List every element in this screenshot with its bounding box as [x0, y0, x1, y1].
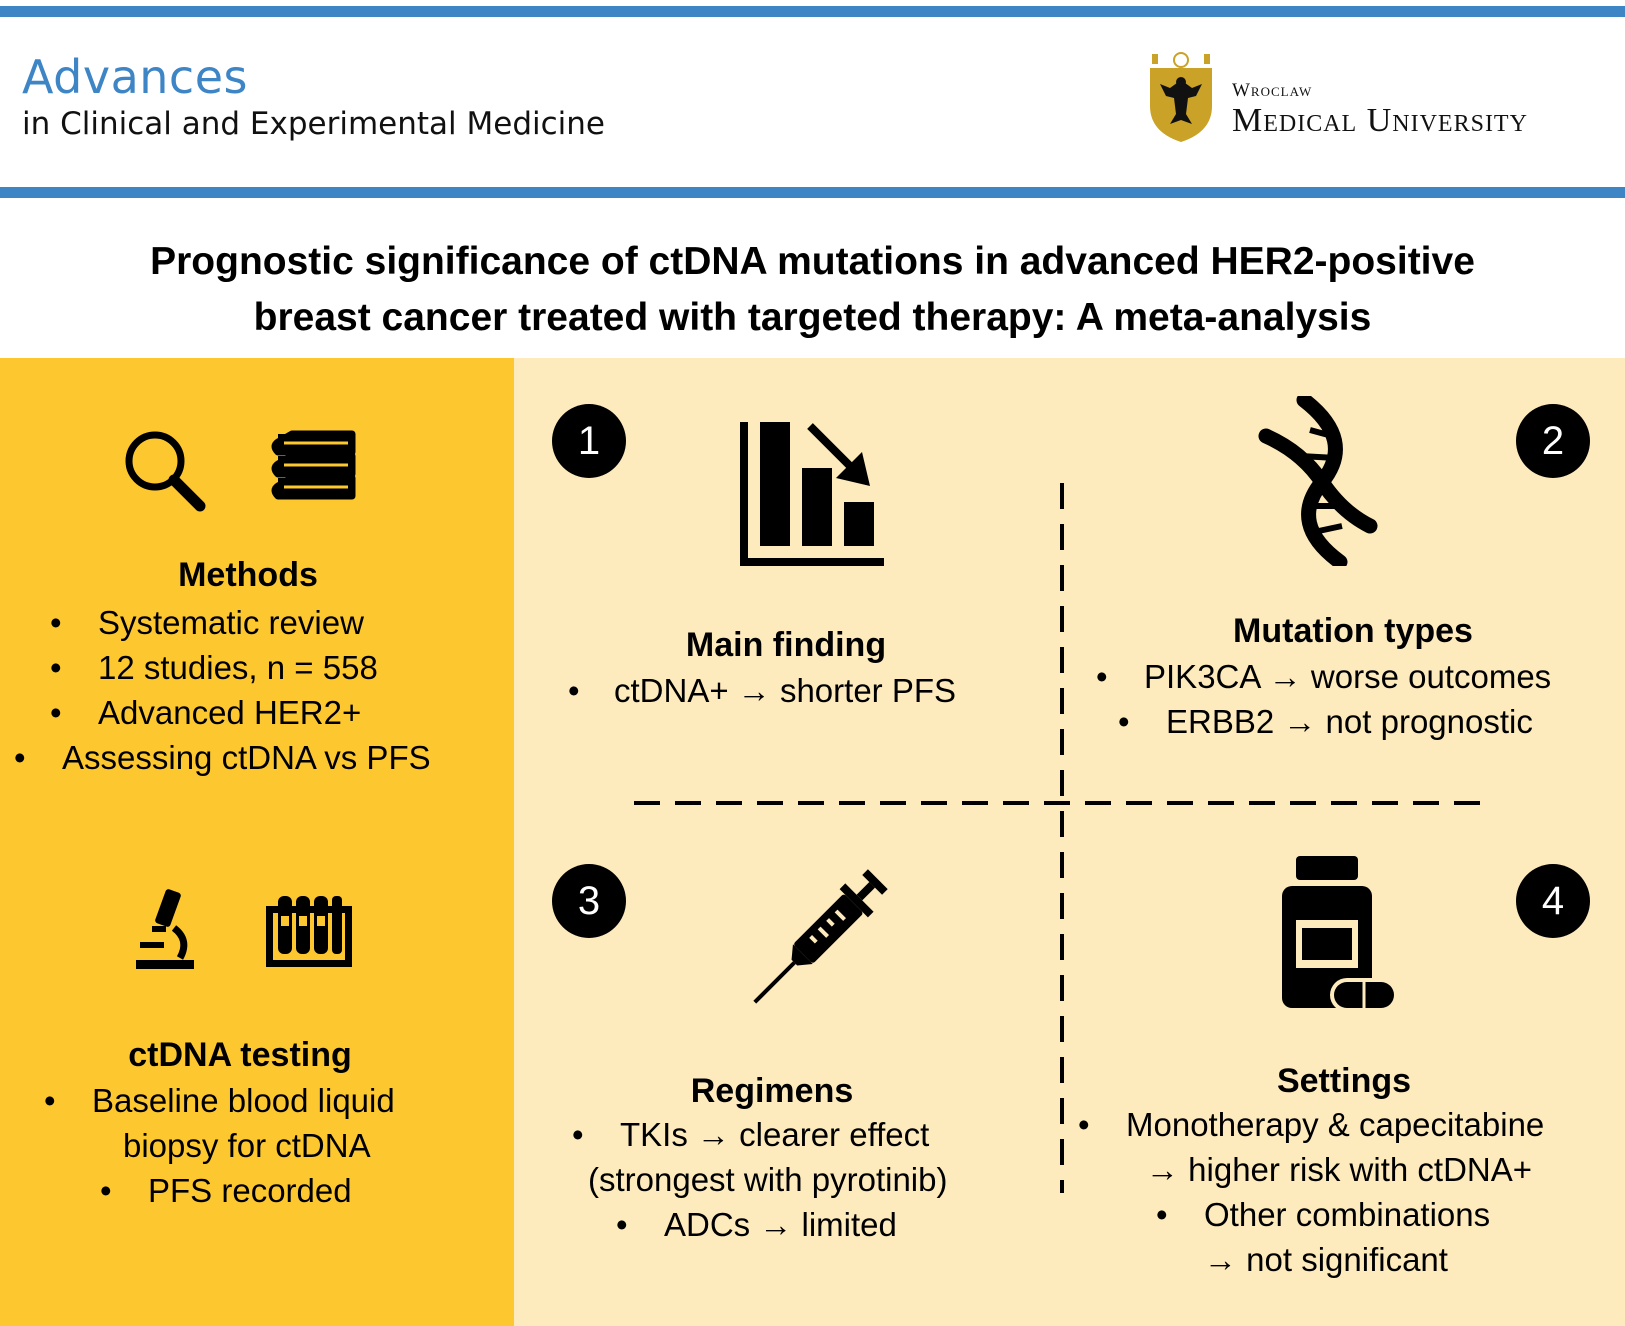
q2-bullet: • [1096, 658, 1108, 695]
testing-item-2: biopsy for ctDNA [123, 1127, 371, 1164]
testing-bullet: • [44, 1082, 56, 1119]
q1-item-1: ctDNA+ → shorter PFS [614, 672, 957, 709]
testing-heading: ctDNA testing [128, 1036, 352, 1074]
q1-bullet: • [568, 672, 580, 709]
page-title: Prognostic significance of ctDNA mutatio… [0, 234, 1625, 346]
q3-item-1: TKIs → clearer effect [620, 1116, 930, 1153]
q3-heading: Regimens [690, 1072, 854, 1110]
methods-item-2: 12 studies, n = 558 [98, 649, 378, 686]
dna-icon [1258, 396, 1378, 566]
q4-item-3: Other combinations [1204, 1196, 1491, 1233]
journal-subtitle: in Clinical and Experimental Medicine [22, 106, 605, 142]
university-name-line2: Medical University [1232, 102, 1528, 139]
methods-bullet: • [14, 739, 26, 776]
syringe-icon [753, 869, 888, 1004]
quadrant-dividers [634, 483, 1494, 1193]
methods-bullet: • [50, 604, 62, 641]
methods-item-4: Assessing ctDNA vs PFS [62, 739, 431, 776]
q4-heading: Settings [1276, 1062, 1412, 1100]
left-panel [0, 358, 514, 1326]
q4-bullet: • [1156, 1196, 1168, 1233]
q4-item-2: → higher risk with ctDNA+ [1146, 1151, 1533, 1188]
q4-bullet: • [1078, 1106, 1090, 1143]
university-name-line1: Wroclaw [1232, 80, 1313, 101]
right-panel [514, 358, 1625, 1326]
q3-bullet: • [572, 1116, 584, 1153]
test-tubes-icon [266, 896, 352, 967]
top-accent-bar [0, 6, 1625, 17]
q1-heading: Main finding [685, 626, 887, 664]
testing-bullet: • [100, 1172, 112, 1209]
methods-item-3: Advanced HER2+ [98, 694, 362, 731]
q4-item-4: → not significant [1204, 1241, 1448, 1278]
methods-item-1: Systematic review [98, 604, 364, 641]
quadrant-number-1: 1 [552, 404, 626, 478]
title-line-2: breast cancer treated with targeted ther… [253, 296, 1372, 339]
quadrant-number-2: 2 [1516, 404, 1590, 478]
quadrant-number-3: 3 [552, 864, 626, 938]
journal-name: Advances [22, 50, 248, 104]
books-icon [271, 430, 356, 500]
methods-bullet: • [50, 694, 62, 731]
q2-item-1: PIK3CA → worse outcomes [1144, 658, 1552, 695]
university-crest-icon [1150, 52, 1212, 142]
testing-item-1: Baseline blood liquid [92, 1082, 395, 1119]
title-line-1: Prognostic significance of ctDNA mutatio… [150, 240, 1475, 283]
quadrant-number-4: 4 [1516, 864, 1590, 938]
q2-item-2: ERBB2 → not prognostic [1166, 703, 1533, 740]
q3-item-2: (strongest with pyrotinib) [588, 1161, 948, 1198]
methods-bullet: • [50, 649, 62, 686]
bar-chart-down-icon [740, 422, 884, 566]
middle-accent-bar [0, 187, 1625, 198]
q3-bullet: • [616, 1206, 628, 1243]
pill-bottle-icon [1282, 856, 1398, 1012]
magnifier-icon [125, 431, 206, 512]
q2-bullet: • [1118, 703, 1130, 740]
microscope-icon [136, 889, 194, 969]
q4-item-1: Monotherapy & capecitabine [1126, 1106, 1545, 1143]
q2-heading: Mutation types [1233, 612, 1473, 650]
q3-item-3: ADCs → limited [664, 1206, 897, 1243]
methods-heading: Methods [178, 556, 318, 594]
testing-item-3: PFS recorded [148, 1172, 352, 1209]
